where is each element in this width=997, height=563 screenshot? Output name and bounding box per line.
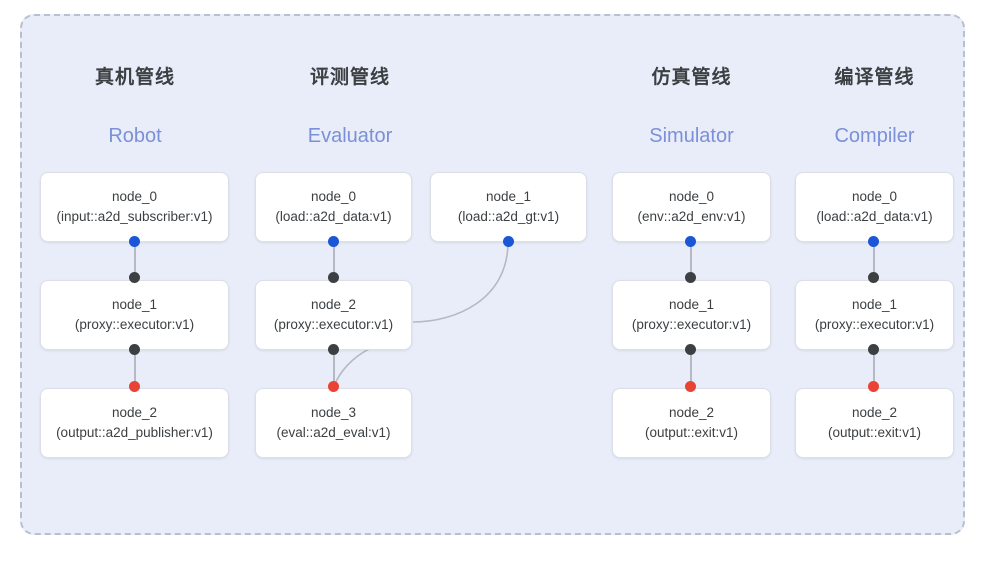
node-robot-0[interactable]: node_0 (input::a2d_subscriber:v1) — [40, 172, 229, 242]
node-robot-1[interactable]: node_1 (proxy::executor:v1) — [40, 280, 229, 350]
column-title-en-simulator: Simulator — [649, 125, 734, 147]
port-input-black-compiler-1 — [868, 272, 879, 283]
port-output-blue-simulator-0 — [685, 236, 696, 247]
port-output-blue-evaluator-0 — [328, 236, 339, 247]
port-input-black-simulator-1 — [685, 272, 696, 283]
node-name: node_1 — [111, 297, 158, 313]
node-spec: (load::a2d_gt:v1) — [457, 209, 560, 224]
column-title-cn-robot: 真机管线 — [94, 67, 175, 88]
edge-c4-n0-n1 — [873, 241, 875, 278]
edge-c1-n0-n1 — [134, 241, 136, 278]
node-spec: (proxy::executor:v1) — [273, 317, 394, 332]
node-simulator-1[interactable]: node_1 (proxy::executor:v1) — [612, 280, 771, 350]
node-spec: (load::a2d_data:v1) — [275, 209, 392, 224]
node-compiler-1[interactable]: node_1 (proxy::executor:v1) — [795, 280, 954, 350]
edge-c2-n2-n3 — [333, 350, 335, 387]
node-evaluator-1-gt[interactable]: node_1 (load::a2d_gt:v1) — [430, 172, 587, 242]
node-name: node_1 — [485, 189, 532, 205]
port-input-black-evaluator-2 — [328, 272, 339, 283]
node-name: node_1 — [668, 297, 715, 313]
port-output-black-robot-1 — [129, 344, 140, 355]
port-output-black-simulator-1 — [685, 344, 696, 355]
node-name: node_3 — [310, 405, 357, 421]
port-output-black-evaluator-2 — [328, 344, 339, 355]
node-name: node_0 — [851, 189, 898, 205]
node-name: node_2 — [111, 405, 158, 421]
node-compiler-0[interactable]: node_0 (load::a2d_data:v1) — [795, 172, 954, 242]
node-spec: (eval::a2d_eval:v1) — [276, 425, 391, 440]
node-evaluator-2[interactable]: node_2 (proxy::executor:v1) — [255, 280, 412, 350]
node-robot-2[interactable]: node_2 (output::a2d_publisher:v1) — [40, 388, 229, 458]
edge-c4-n1-n2 — [873, 350, 875, 387]
edge-c3-n0-n1 — [690, 241, 692, 278]
port-input-red-compiler-2 — [868, 381, 879, 392]
node-evaluator-0[interactable]: node_0 (load::a2d_data:v1) — [255, 172, 412, 242]
node-simulator-2[interactable]: node_2 (output::exit:v1) — [612, 388, 771, 458]
node-spec: (proxy::executor:v1) — [631, 317, 752, 332]
port-input-red-evaluator-3 — [328, 381, 339, 392]
port-input-red-robot-2 — [129, 381, 140, 392]
port-output-blue-robot-0 — [129, 236, 140, 247]
node-spec: (output::exit:v1) — [827, 425, 922, 440]
edge-c3-n1-n2 — [690, 350, 692, 387]
port-output-blue-evaluator-1-gt — [503, 236, 514, 247]
column-title-cn-evaluator: 评测管线 — [309, 67, 390, 88]
node-spec: (output::a2d_publisher:v1) — [56, 425, 213, 440]
node-spec: (output::exit:v1) — [644, 425, 739, 440]
column-title-cn-compiler: 编译管线 — [834, 67, 915, 88]
node-spec: (load::a2d_data:v1) — [816, 209, 933, 224]
node-name: node_0 — [668, 189, 715, 205]
column-title-en-compiler: Compiler — [834, 125, 915, 147]
node-spec: (input::a2d_subscriber:v1) — [56, 209, 213, 224]
column-title-en-robot: Robot — [108, 125, 162, 147]
port-output-blue-compiler-0 — [868, 236, 879, 247]
port-input-red-simulator-2 — [685, 381, 696, 392]
node-evaluator-3[interactable]: node_3 (eval::a2d_eval:v1) — [255, 388, 412, 458]
node-simulator-0[interactable]: node_0 (env::a2d_env:v1) — [612, 172, 771, 242]
column-title-en-evaluator: Evaluator — [307, 125, 393, 147]
node-name: node_0 — [310, 189, 357, 205]
node-spec: (proxy::executor:v1) — [814, 317, 935, 332]
edge-c1-n1-n2 — [134, 350, 136, 387]
node-spec: (proxy::executor:v1) — [74, 317, 195, 332]
column-title-cn-simulator: 仿真管线 — [651, 67, 732, 88]
node-spec: (env::a2d_env:v1) — [637, 209, 746, 224]
port-input-black-robot-1 — [129, 272, 140, 283]
node-name: node_2 — [310, 297, 357, 313]
edge-c2-n0-n2 — [333, 241, 335, 278]
node-name: node_0 — [111, 189, 158, 205]
port-output-black-compiler-1 — [868, 344, 879, 355]
node-name: node_1 — [851, 297, 898, 313]
node-name: node_2 — [851, 405, 898, 421]
node-compiler-2[interactable]: node_2 (output::exit:v1) — [795, 388, 954, 458]
node-name: node_2 — [668, 405, 715, 421]
